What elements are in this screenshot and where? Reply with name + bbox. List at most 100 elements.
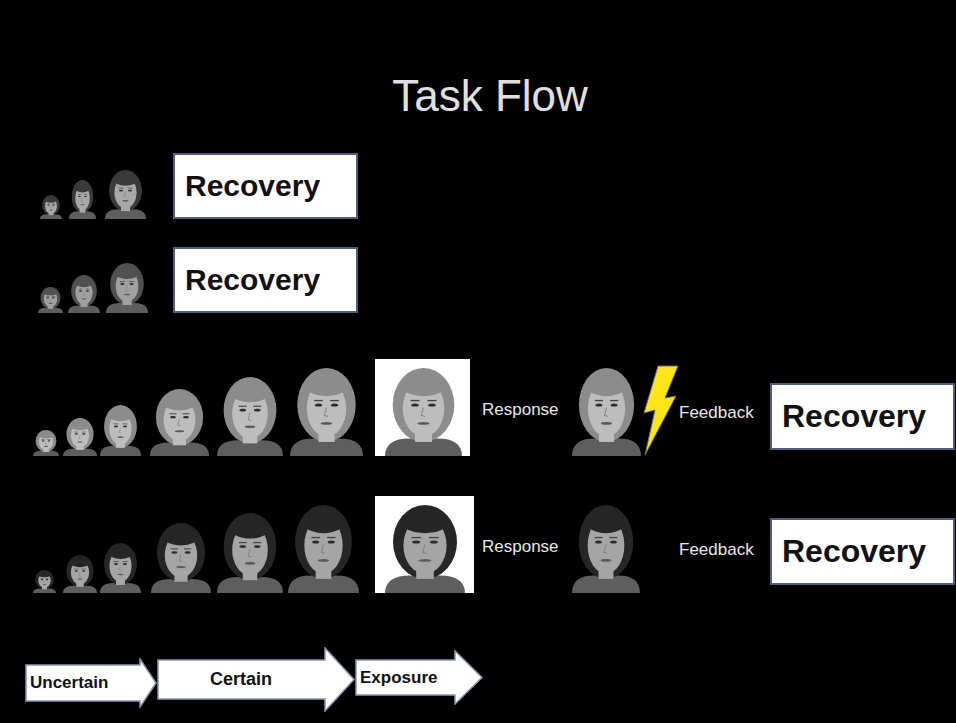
eye <box>611 403 618 406</box>
eyebrow <box>253 406 261 407</box>
eye <box>52 297 55 298</box>
face-photo <box>100 405 141 456</box>
eye <box>46 579 48 580</box>
eyebrow <box>169 413 176 414</box>
hair <box>36 430 57 452</box>
mouth <box>49 210 53 211</box>
eyebrow <box>239 542 247 543</box>
face-photo <box>63 555 97 593</box>
eyebrow <box>74 432 78 433</box>
mouth <box>175 430 184 432</box>
mouth <box>117 574 124 576</box>
eye <box>78 196 81 197</box>
phase-arrow: Certain <box>157 647 355 712</box>
eye <box>52 204 54 205</box>
nose <box>604 545 607 554</box>
eye <box>82 570 85 571</box>
mouth <box>49 303 53 304</box>
eyebrow <box>47 203 50 204</box>
face-photo <box>100 543 141 593</box>
fringe <box>109 409 133 421</box>
eyebrow <box>86 289 90 290</box>
eye <box>120 283 124 285</box>
eyebrow <box>123 561 128 562</box>
fringe <box>231 383 269 402</box>
hair <box>66 418 93 450</box>
eye <box>47 204 49 205</box>
photo-frame <box>375 359 470 456</box>
eyebrow <box>239 406 247 407</box>
hair <box>295 505 352 579</box>
nose <box>119 566 121 571</box>
eyebrow <box>84 194 87 195</box>
hair <box>393 505 457 579</box>
mouth <box>601 422 612 425</box>
face-photo <box>106 263 148 313</box>
eye <box>239 545 246 548</box>
mouth <box>245 426 256 429</box>
eye <box>75 433 78 434</box>
hair <box>297 368 355 442</box>
eye <box>47 297 50 298</box>
nose <box>50 299 51 302</box>
fringe <box>75 183 91 192</box>
eye <box>82 433 85 434</box>
arrow-outline <box>26 659 156 707</box>
step-label: Feedback <box>679 404 754 423</box>
eye <box>171 551 177 554</box>
eyebrow <box>410 400 419 401</box>
eye <box>123 426 127 428</box>
eyebrow <box>609 537 617 538</box>
title: Task Flow <box>24 74 956 118</box>
eyebrow <box>182 413 189 414</box>
hair <box>109 170 142 211</box>
step-label: Response <box>482 538 559 557</box>
face-photo <box>33 570 56 593</box>
face-photo <box>572 505 640 593</box>
phase-label: Exposure <box>360 668 437 688</box>
face-photo <box>151 523 211 593</box>
step-label: Feedback <box>679 541 754 560</box>
eye <box>170 416 176 418</box>
nose <box>421 408 425 417</box>
fringe <box>164 529 199 546</box>
nose <box>119 428 121 433</box>
nose <box>324 408 328 417</box>
eyebrow <box>594 537 602 538</box>
phase-label: Uncertain <box>30 673 108 693</box>
eye <box>412 540 420 543</box>
eyebrow <box>52 203 55 204</box>
eyebrow <box>429 537 439 538</box>
nose <box>82 198 83 202</box>
fringe <box>402 512 448 533</box>
box-label: Recovery <box>185 263 320 298</box>
eyebrow <box>171 548 178 549</box>
hair <box>104 405 137 448</box>
eye <box>430 540 438 543</box>
eyebrow <box>82 569 86 570</box>
face-photo <box>33 430 59 456</box>
hair <box>71 275 97 307</box>
fringe <box>114 174 138 186</box>
box-label: Recovery <box>782 398 926 435</box>
fringe <box>75 278 94 287</box>
nose <box>126 286 128 291</box>
eye <box>254 409 261 412</box>
fringe <box>70 421 90 430</box>
hair <box>224 377 277 443</box>
phase-arrow: Uncertain <box>25 658 157 708</box>
eyebrow <box>46 578 49 579</box>
mouth <box>321 422 333 425</box>
face-photo <box>288 505 359 593</box>
eyebrow <box>52 296 55 297</box>
eyebrow <box>114 423 119 424</box>
nose <box>44 580 45 582</box>
photo-frame <box>375 496 474 593</box>
mouth <box>44 446 48 447</box>
hair <box>157 523 205 582</box>
hair <box>41 287 61 309</box>
mouth <box>419 559 432 562</box>
nose <box>83 292 85 296</box>
mouth <box>77 578 82 579</box>
nose <box>178 419 181 426</box>
